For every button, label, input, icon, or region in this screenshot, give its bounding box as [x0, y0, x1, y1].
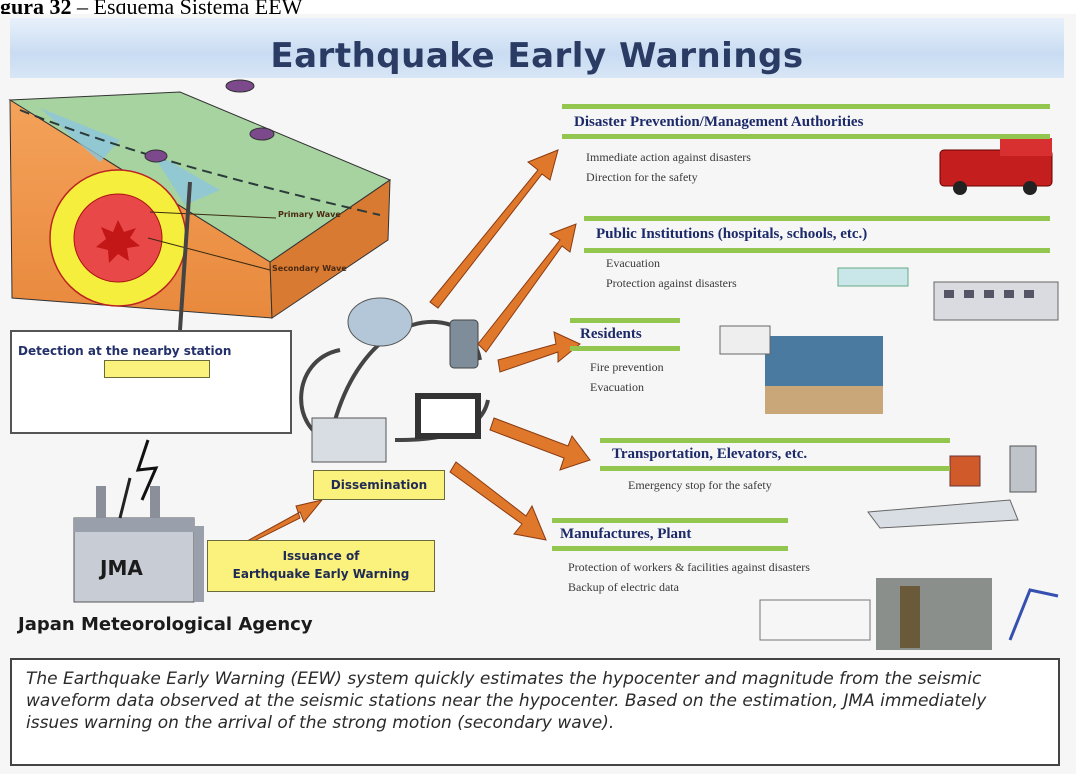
category-line: Evacuation — [606, 256, 660, 270]
category-line: Emergency stop for the safety — [628, 478, 772, 492]
category-line: Fire prevention — [590, 360, 664, 374]
category-title-authorities: Disaster Prevention/Management Authoriti… — [574, 114, 864, 130]
category-line: Protection against disasters — [606, 276, 737, 290]
banner-title: Earthquake Early Warnings — [270, 36, 804, 76]
category-bar-top — [552, 518, 788, 523]
category-bar-top — [584, 216, 1050, 221]
detection-label: Detection at the nearby station — [18, 344, 232, 358]
earth-cross-section — [8, 79, 392, 331]
category-line: Evacuation — [590, 380, 644, 394]
category-title-manufactures: Manufactures, Plant — [560, 526, 692, 542]
arrow-transportation — [489, 417, 591, 471]
primary-wave-label: Primary Wave — [278, 210, 341, 219]
jma-building — [73, 477, 204, 603]
jma-label: JMA — [100, 556, 143, 580]
hospital-building-icon — [837, 267, 1059, 321]
title-banner: Earthquake Early Warnings — [10, 18, 1064, 78]
category-bar-bottom — [552, 546, 788, 551]
dissemination-hub — [299, 297, 490, 463]
fire-engine-icon — [939, 138, 1053, 195]
category-bar-bottom — [584, 248, 1050, 253]
detection-signal-strip — [104, 360, 210, 378]
description-box: The Earthquake Early Warning (EEW) syste… — [10, 658, 1060, 766]
arrow-manufactures — [449, 461, 547, 541]
category-bar-bottom — [600, 466, 950, 471]
secondary-wave-label: Secondary Wave — [272, 264, 347, 273]
train-elevator-icon — [867, 445, 1037, 529]
category-line: Backup of electric data — [568, 580, 679, 594]
arrow-authorities — [429, 149, 559, 309]
issuance-line-1: Issuance of — [282, 549, 360, 563]
residents-photo-icon — [719, 325, 883, 414]
issuance-label: Issuance of Earthquake Early Warning — [207, 540, 435, 592]
arrow-public-institutions — [477, 223, 577, 353]
category-title-transportation: Transportation, Elevators, etc. — [612, 446, 808, 462]
warning-arrows — [231, 149, 591, 553]
category-bar-bottom — [570, 346, 680, 351]
transmission-bolt — [135, 439, 159, 501]
category-line: Protection of workers & facilities again… — [568, 560, 810, 574]
category-bar-top — [562, 104, 1050, 109]
plant-photo-icon — [759, 578, 1059, 650]
category-title-public-institutions: Public Institutions (hospitals, schools,… — [596, 226, 868, 242]
category-bar-top — [570, 318, 680, 323]
detection-station-box: Detection at the nearby station — [10, 330, 292, 434]
category-title-residents: Residents — [580, 326, 642, 342]
category-bar-top — [600, 438, 950, 443]
arrow-residents — [497, 331, 581, 373]
category-bar-bottom — [562, 134, 1050, 139]
dissemination-label: Dissemination — [313, 470, 445, 500]
category-line: Immediate action against disasters — [586, 150, 751, 164]
category-line: Direction for the safety — [586, 170, 698, 184]
agency-label: Japan Meteorological Agency — [18, 614, 313, 635]
issuance-line-2: Earthquake Early Warning — [232, 567, 410, 581]
